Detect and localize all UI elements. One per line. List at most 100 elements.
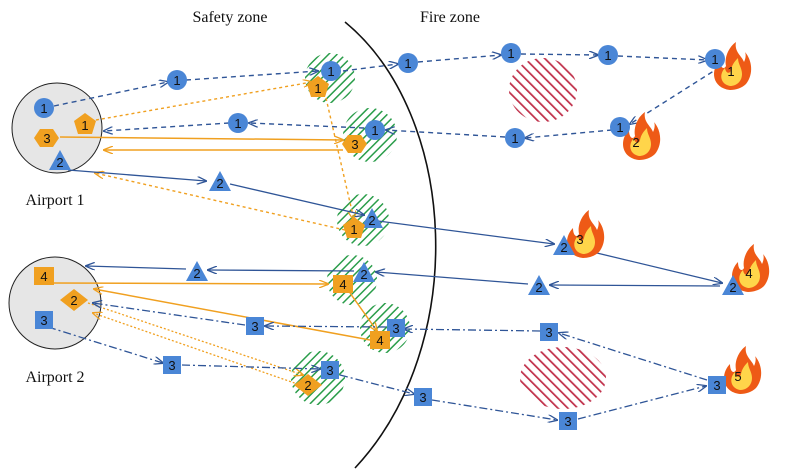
fire-label-1: 1 [727,64,734,79]
node-blue-square: 3 [559,412,577,430]
svg-text:1: 1 [81,118,88,133]
fire-label-3: 3 [576,232,583,247]
svg-text:2: 2 [70,293,77,308]
node-blue-circle: 1 [501,43,521,63]
svg-text:1: 1 [234,116,241,131]
route-blue-3 [47,303,707,420]
svg-text:1: 1 [711,52,718,67]
route-orange-3 [59,137,343,150]
route-blue-1 [53,54,721,138]
node-blue-triangle: 2 [353,262,375,282]
orange-diamond-nodes: 2 2 [60,289,322,396]
svg-text:1: 1 [314,81,321,96]
svg-text:1: 1 [371,123,378,138]
fire-label-5: 5 [734,369,741,384]
route-orange-1 [95,82,354,231]
svg-text:2: 2 [368,213,375,228]
fire-zone-boundary [344,21,437,469]
fire-icon-4 [732,244,770,292]
node-blue-square: 3 [35,311,53,329]
node-blue-triangle: 2 [528,275,550,295]
node-blue-triangle: 2 [553,235,575,255]
fire-zone-label: Fire zone [420,9,480,26]
svg-text:2: 2 [304,378,311,393]
node-blue-triangle: 2 [209,171,231,191]
node-orange-hexagon: 3 [34,129,59,147]
airport-2-label: Airport 2 [25,369,84,386]
svg-text:3: 3 [419,390,426,405]
svg-text:2: 2 [216,176,223,191]
svg-text:1: 1 [604,48,611,63]
svg-text:3: 3 [545,325,552,340]
node-orange-square: 4 [34,267,54,285]
fire-label-4: 4 [745,266,752,281]
node-orange-square: 4 [333,275,353,293]
node-blue-triangle: 2 [49,150,71,170]
node-orange-diamond: 2 [294,374,322,396]
blue-triangle-nodes: 2 2 2 2 2 2 2 2 [49,150,744,295]
orange-square-nodes: 4 4 4 [34,267,390,349]
svg-text:1: 1 [173,73,180,88]
node-blue-circle: 1 [365,120,385,140]
svg-text:3: 3 [351,137,358,152]
route-orange-2 [87,302,307,388]
svg-text:4: 4 [40,269,47,284]
orange-hexagon-nodes: 3 3 [34,129,367,153]
node-blue-circle: 1 [321,61,341,81]
svg-text:2: 2 [56,155,63,170]
node-blue-circle: 1 [505,128,525,148]
no-fly-zone [509,58,577,122]
svg-text:2: 2 [560,240,567,255]
node-blue-circle: 1 [398,53,418,73]
svg-text:1: 1 [350,222,357,237]
svg-text:1: 1 [511,131,518,146]
node-blue-triangle: 2 [722,275,744,295]
svg-text:3: 3 [392,321,399,336]
svg-text:3: 3 [251,319,258,334]
airport-1-label: Airport 1 [25,192,84,209]
safety-zone-label: Safety zone [192,9,267,26]
blue-square-nodes: 3 3 3 3 3 3 3 3 3 [35,311,726,430]
node-blue-circle: 1 [598,45,618,65]
node-blue-circle: 1 [167,70,187,90]
fire-icon-2 [623,112,661,160]
svg-text:1: 1 [507,46,514,61]
node-blue-circle: 1 [610,117,630,137]
route-orange-4 [51,283,377,341]
svg-text:3: 3 [713,378,720,393]
node-blue-square: 3 [708,376,726,394]
svg-text:3: 3 [168,358,175,373]
svg-text:1: 1 [404,56,411,71]
node-blue-square: 3 [163,356,181,374]
fire-labels: 1 2 3 4 5 [576,64,752,384]
node-blue-square: 3 [246,317,264,335]
svg-text:2: 2 [193,266,200,281]
svg-text:4: 4 [339,277,346,292]
svg-text:1: 1 [40,101,47,116]
airport-2-area [8,256,102,350]
no-fly-zone [520,347,606,409]
node-orange-hexagon: 3 [342,135,367,153]
fire-label-2: 2 [632,135,639,150]
svg-text:2: 2 [729,280,736,295]
refill-zone [337,194,389,246]
node-orange-diamond: 2 [60,289,88,311]
route-blue-2 [67,169,722,286]
svg-text:3: 3 [564,414,571,429]
node-blue-circle: 1 [705,49,725,69]
svg-text:3: 3 [326,363,333,378]
node-orange-pentagon: 1 [74,113,96,134]
node-blue-square: 3 [387,319,405,337]
orange-pentagon-nodes: 1 1 1 [74,76,365,238]
node-blue-square: 3 [540,323,558,341]
fire-icon-1 [714,42,752,90]
node-blue-square: 3 [414,388,432,406]
svg-text:1: 1 [327,64,334,79]
node-blue-triangle: 2 [361,208,383,228]
node-blue-square: 3 [321,361,339,379]
node-orange-pentagon: 1 [307,76,329,97]
svg-text:1: 1 [616,120,623,135]
node-orange-square: 4 [370,331,390,349]
svg-text:2: 2 [360,267,367,282]
